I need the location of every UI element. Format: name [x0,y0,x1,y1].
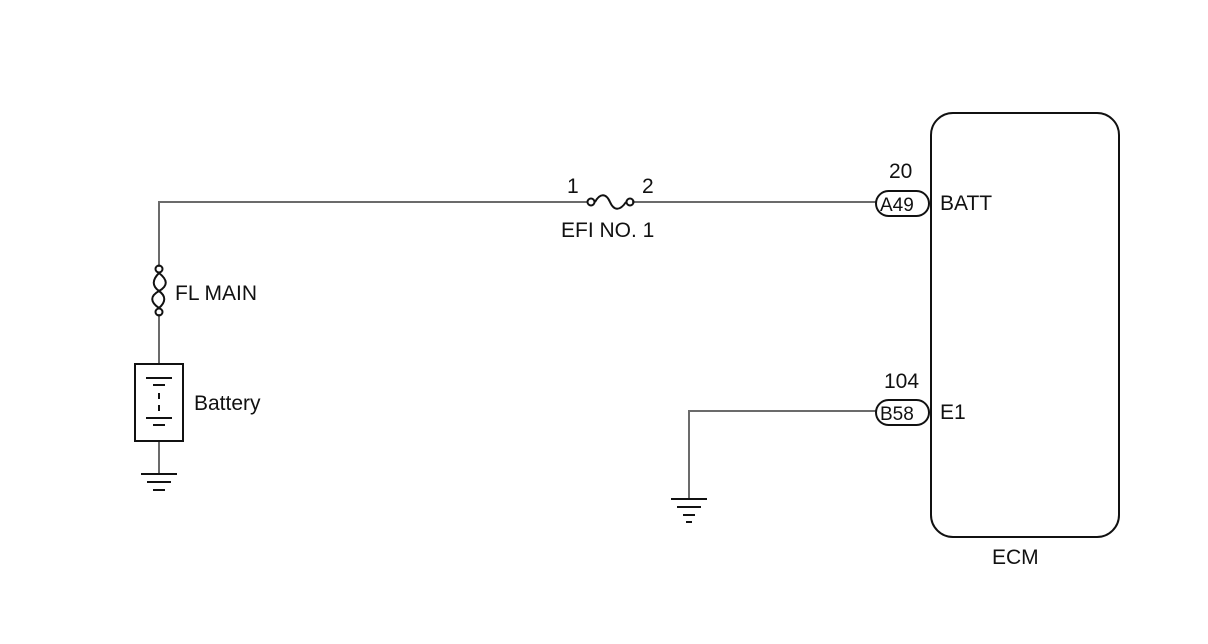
efi-fuse-terminal-1 [586,197,596,207]
ground-symbol-battery [141,473,177,491]
ground-symbol-ecm [671,498,707,523]
wire-battery-to-efi-fuse [158,201,588,267]
ecm-box [930,112,1120,538]
connector-b58-outline [875,399,930,426]
connector-a49-pin-number: 20 [889,160,912,183]
wire-b58-to-ground [688,410,877,499]
connector-b58: B58 104 E1 [875,370,966,426]
fl-main-terminal-bottom [154,307,164,317]
efi-no1-fuse: 1 2 EFI NO. 1 [561,175,654,242]
connector-a49: A49 20 BATT [875,160,992,217]
battery-box [134,363,184,442]
ecm: ECM [930,112,1120,569]
efi-fuse-element [594,194,627,210]
fl-main-label: FL MAIN [175,282,257,305]
ecm-terminal-batt: BATT [940,192,992,215]
battery-label: Battery [194,392,261,415]
efi-fuse-label: EFI NO. 1 [561,219,654,242]
efi-fuse-pin-left: 1 [567,175,579,198]
connector-b58-id: B58 [880,404,914,425]
fl-main-fusible-link: FL MAIN [151,264,257,317]
fl-main-terminal-top [154,264,164,274]
battery: Battery [134,363,261,442]
ecm-label: ECM [992,546,1039,569]
fl-main-element-inner [152,272,166,309]
connector-b58-pin-number: 104 [884,370,919,393]
wires [158,201,877,499]
ecm-terminal-e1: E1 [940,401,966,424]
connector-a49-id: A49 [880,195,914,216]
efi-fuse-terminal-2 [625,197,635,207]
connector-a49-outline [875,190,930,217]
efi-fuse-pin-right: 2 [642,175,654,198]
